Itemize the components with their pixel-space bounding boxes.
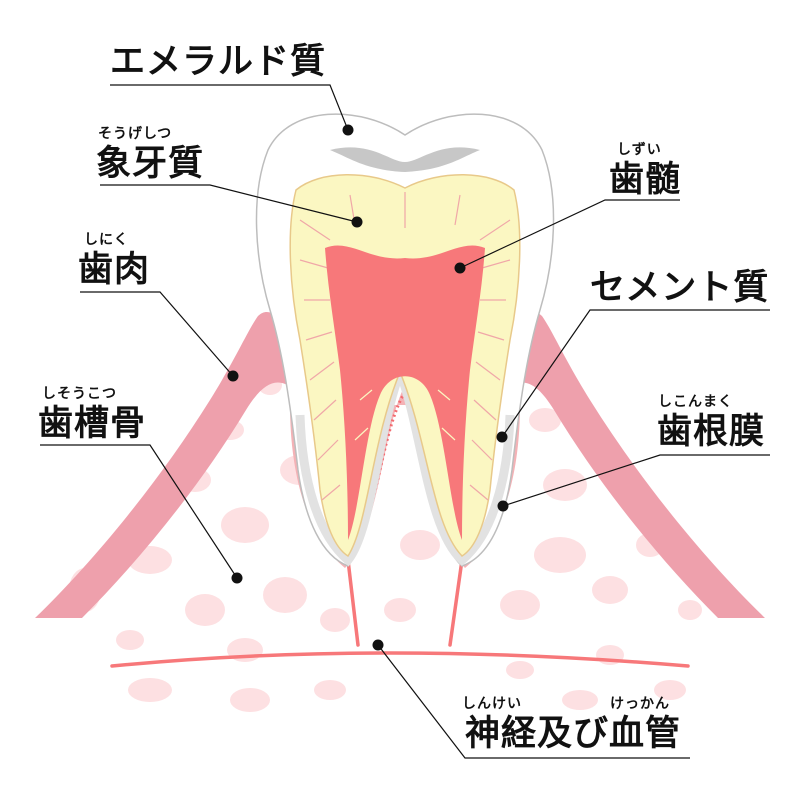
label-periodontal-ligament: 歯根膜 (657, 412, 766, 452)
ruby-dentin: そうげしつ (98, 126, 173, 142)
leader-dots (227, 124, 509, 651)
dentin-tubules (299, 192, 511, 501)
label-cementum: セメント質 (590, 268, 770, 308)
label-enamel: エメラルド質 (110, 42, 327, 82)
nerve-vessel-lines (110, 558, 690, 668)
gum-right (500, 311, 765, 618)
label-dentin: 象牙質 (96, 144, 205, 184)
label-pulp: 歯髄 (609, 160, 682, 200)
label-nerves-vessels: 神経及び血管 (465, 714, 682, 754)
ruby-nerve: しんけい (462, 696, 522, 712)
ruby-alveolar-bone: しそうこつ (42, 386, 117, 402)
label-alveolar-bone: 歯槽骨 (38, 404, 147, 444)
label-gingiva: 歯肉 (78, 250, 151, 290)
ruby-gingiva: しにく (84, 232, 129, 248)
pulp (325, 245, 485, 540)
ruby-periodontal-ligament: しこんまく (658, 394, 733, 410)
ruby-vessel: けっかん (610, 696, 670, 712)
enamel-groove (330, 147, 480, 172)
ruby-pulp: しずい (617, 142, 662, 158)
leader-lines (40, 84, 770, 759)
pulp-canal-details (354, 389, 456, 441)
gum-left (35, 311, 300, 618)
